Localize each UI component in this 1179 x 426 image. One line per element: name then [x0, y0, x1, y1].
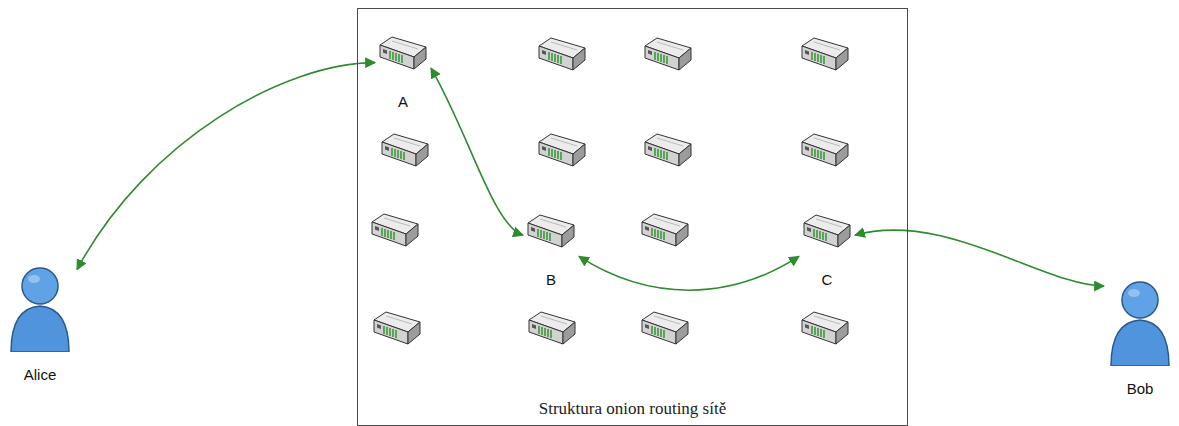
router-icon [378, 35, 428, 75]
person-figure [1108, 276, 1172, 366]
router-label: B [546, 271, 556, 292]
router-node: C [799, 213, 855, 292]
router-icon [526, 213, 576, 253]
connector-arrow [855, 230, 1104, 286]
person-name: Bob [1127, 380, 1154, 401]
person-name: Alice [24, 366, 57, 387]
connector-arrow [77, 63, 375, 270]
person-icon: Alice [3, 262, 77, 387]
router-node: B [523, 213, 579, 292]
network-caption: Struktura onion routing sítě [539, 399, 726, 419]
connector-arrow [579, 256, 799, 290]
person-figure [8, 262, 72, 352]
router-label: A [398, 93, 408, 114]
router-label: C [822, 271, 833, 292]
network-box: Struktura onion routing sítě A B C [357, 8, 908, 426]
connector-arrow [431, 68, 523, 235]
plain-routers [372, 38, 848, 344]
person-icon: Bob [1104, 276, 1176, 401]
router-icon [802, 213, 852, 253]
router-node: A [375, 35, 431, 114]
